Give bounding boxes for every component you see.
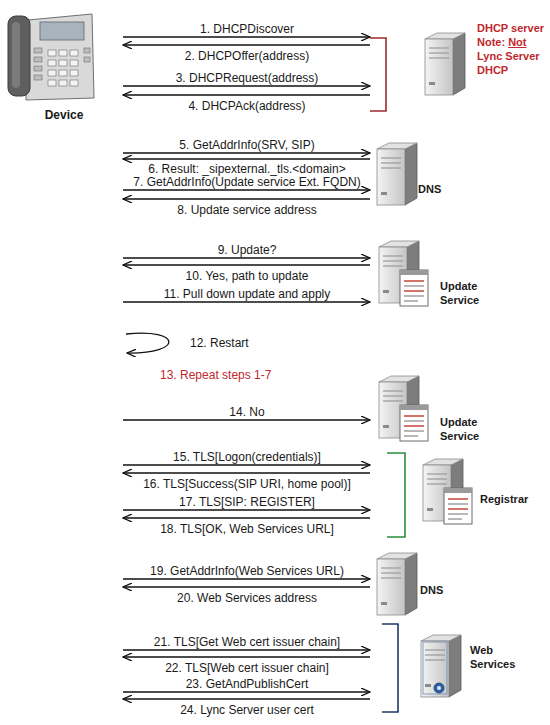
message-arrow: [123, 517, 370, 518]
device-lane: Device: [0, 10, 123, 715]
registrar-server-icon: [423, 459, 472, 524]
node-label: Device: [34, 108, 94, 122]
server-node: DHCP server Note: Not Lync Server DHCP: [370, 20, 548, 115]
server-node: Web Services: [370, 620, 548, 715]
message-label: 22. TLS[Web cert issuer chain]: [165, 661, 329, 675]
server-node: DNS: [370, 545, 500, 625]
phone-icon: [8, 14, 94, 100]
node-label: DNS: [420, 583, 460, 597]
update-server-icon: [379, 241, 428, 306]
web-server-icon: [421, 635, 461, 697]
restart-loop: [126, 333, 169, 353]
group-bracket: [387, 453, 405, 537]
message-arrow: [123, 691, 370, 692]
group-bracket: [382, 624, 398, 712]
message-label: 2. DHCPOffer(address): [185, 49, 309, 63]
step-note: 12. Restart: [190, 336, 249, 350]
message-arrow: [123, 44, 370, 45]
message-label: 19. GetAddrInfo(Web Services URL): [150, 564, 344, 578]
message-arrow: [123, 578, 370, 579]
message-label: 24. Lync Server user cert: [180, 703, 314, 717]
message-arrow: [123, 264, 370, 265]
message-arrow: [123, 472, 370, 473]
server-node: Update Service: [370, 235, 540, 310]
message-arrow: [123, 152, 370, 153]
dns-server-icon: [377, 143, 417, 205]
node-label: DNS: [418, 182, 458, 196]
message-arrow: [123, 464, 370, 465]
node-label: Registrar: [480, 492, 540, 506]
message-label: 16. TLS[Success(SIP URI, home pool)]: [143, 477, 351, 491]
message-label: 10. Yes, path to update: [186, 269, 309, 283]
message-arrow: [123, 85, 370, 86]
message-label: 18. TLS[OK, Web Services URL]: [160, 522, 334, 536]
update-server-icon: [379, 376, 428, 441]
message-label: 21. TLS[Get Web cert issuer chain]: [154, 635, 340, 649]
node-label: Update Service: [440, 279, 492, 307]
message-label: 6. Result: _sipexternal._tls.<domain>: [148, 162, 345, 176]
message-label: 4. DHCPAck(address): [188, 99, 305, 113]
message-arrow: [123, 257, 370, 258]
message-label: 7. GetAddrInfo(Update service Ext. FQDN): [133, 175, 360, 189]
server-node: Registrar: [370, 450, 548, 540]
message-arrow: [123, 509, 370, 510]
message-arrow: [123, 419, 370, 420]
message-label: 1. DHCPDiscover: [200, 22, 294, 36]
message-arrow: [123, 698, 370, 699]
message-label: 20. Web Services address: [177, 591, 317, 605]
node-label: DHCP server Note: Not Lync Server DHCP: [477, 21, 549, 77]
dns-server-icon: [377, 553, 417, 615]
message-label: 5. GetAddrInfo(SRV, SIP): [179, 138, 314, 152]
message-arrow: [123, 94, 370, 95]
server-node: DNS: [370, 135, 500, 215]
message-arrow: [123, 158, 370, 159]
group-bracket: [370, 38, 386, 111]
node-label: Web Services: [470, 643, 522, 671]
message-arrow: [123, 301, 370, 302]
message-label: 14. No: [229, 405, 264, 419]
message-label: 3. DHCPRequest(address): [176, 71, 319, 85]
message-label: 15. TLS[Logon(credentials)]: [173, 450, 321, 464]
message-label: 9. Update?: [218, 243, 277, 257]
message-arrow: [123, 198, 370, 199]
server-node: Update Service: [370, 370, 540, 445]
message-arrow: [123, 656, 370, 657]
message-label: 17. TLS[SIP: REGISTER]: [179, 495, 315, 509]
message-label: 8. Update service address: [177, 203, 316, 217]
message-arrow: [123, 189, 370, 190]
message-arrow: [123, 36, 370, 37]
message-arrow: [123, 649, 370, 650]
message-label: 11. Pull down update and apply: [164, 287, 331, 301]
node-label: Update Service: [440, 415, 492, 443]
message-label: 23. GetAndPublishCert: [186, 677, 309, 691]
step-note: 13. Repeat steps 1-7: [160, 368, 271, 382]
dhcp-server-icon: [425, 33, 465, 95]
message-arrow: [123, 586, 370, 587]
